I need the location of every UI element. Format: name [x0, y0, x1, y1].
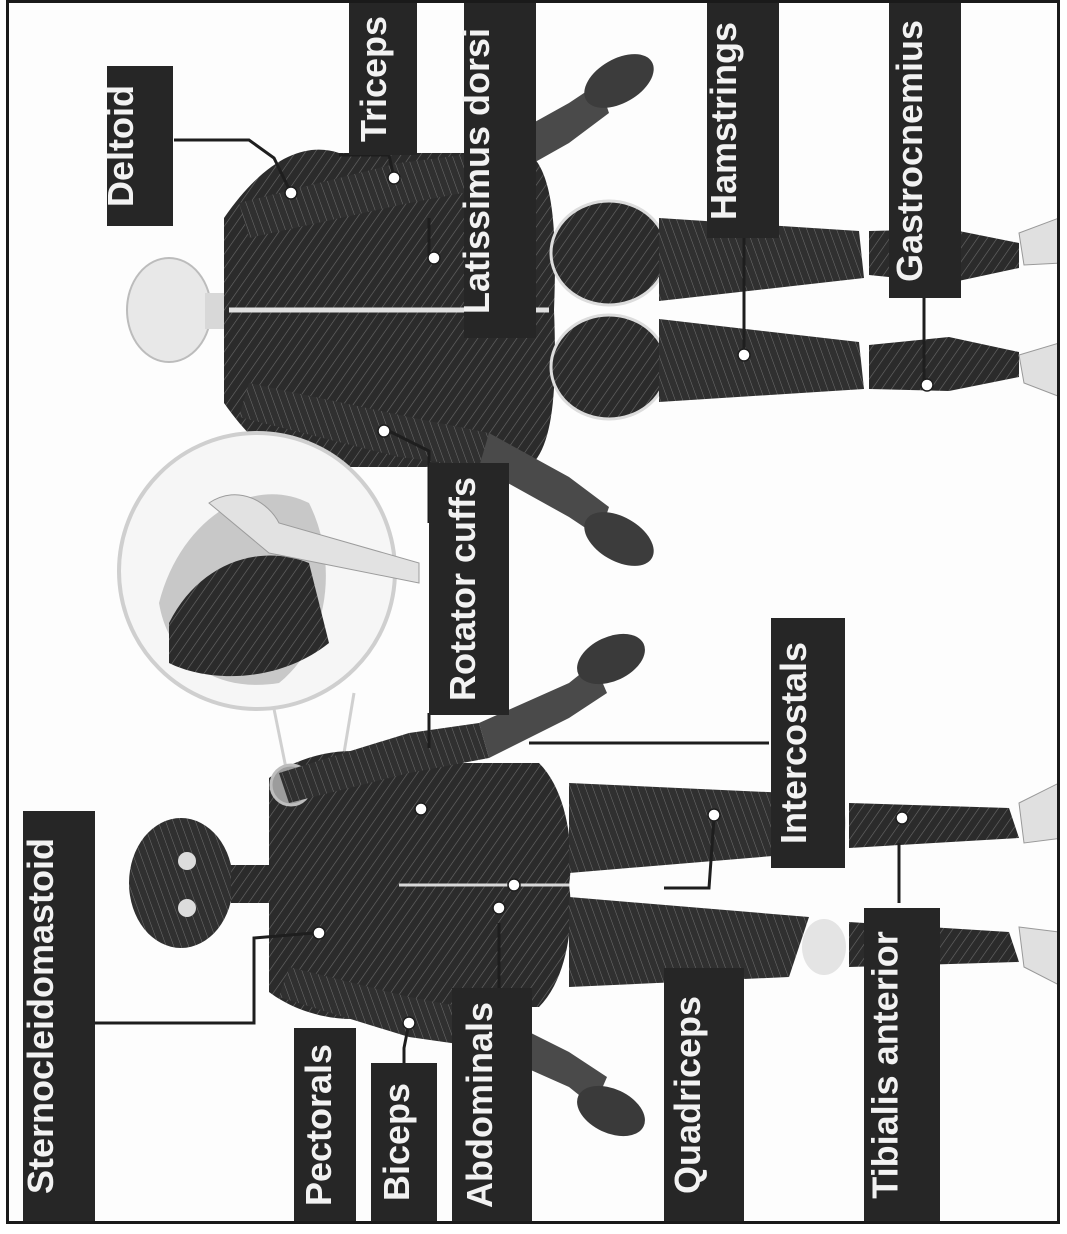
- leader-sternocleidomastoid: [94, 931, 315, 1025]
- label-triceps: Triceps: [349, 3, 417, 155]
- leader-deltoid: [174, 138, 293, 194]
- back-glute-upper: [549, 199, 669, 307]
- back-hand-left: [584, 54, 654, 108]
- label-intercostals: Intercostals: [771, 618, 845, 868]
- front-thigh-upper: [569, 783, 809, 873]
- back-neck: [205, 293, 227, 329]
- dot-intercostals: [414, 802, 428, 816]
- dot-gastrocnemius: [920, 378, 934, 392]
- front-eye-2: [178, 899, 196, 917]
- front-foot-lower: [1018, 926, 1057, 985]
- label-deltoid: Deltoid: [100, 66, 173, 226]
- dot-deltoid: [284, 186, 298, 200]
- diagram-frame: Deltoid Triceps Latissimus dorsi Hamstri…: [6, 0, 1060, 1224]
- label-gastrocnemius: Gastrocnemius: [889, 3, 961, 298]
- front-head: [129, 818, 233, 948]
- back-hand-right: [584, 512, 654, 566]
- dot-triceps: [387, 171, 401, 185]
- back-glute-lower: [549, 313, 669, 421]
- label-biceps: Biceps: [371, 1063, 437, 1221]
- front-thigh-lower: [569, 897, 809, 987]
- dot-latissimus: [427, 251, 441, 265]
- back-thigh-lower: [659, 319, 864, 402]
- dot-navel: [507, 878, 521, 892]
- inset-muscle: [169, 555, 329, 677]
- back-thigh-upper: [659, 218, 864, 301]
- back-foot-upper: [1018, 218, 1057, 266]
- front-eye-1: [178, 852, 196, 870]
- front-hand-right: [577, 1085, 645, 1137]
- label-sternocleidomastoid: Sternocleidomastoid: [20, 811, 95, 1221]
- label-latissimus-dorsi: Latissimus dorsi: [456, 3, 536, 338]
- front-forearm-left: [479, 663, 607, 758]
- front-knee-lower: [802, 919, 846, 975]
- dot-sternocleidomastoid: [312, 926, 326, 940]
- label-hamstrings: Hamstrings: [703, 3, 779, 238]
- front-figure: [129, 633, 1057, 1137]
- back-forearm-right: [479, 433, 609, 537]
- label-pectorals: Pectorals: [294, 1028, 356, 1221]
- marker-dots: [284, 171, 934, 1030]
- back-calf-lower: [869, 337, 1019, 391]
- label-tibialis-anterior: Tibialis anterior: [864, 908, 940, 1221]
- label-quadriceps: Quadriceps: [664, 968, 744, 1221]
- front-hand-left: [577, 633, 645, 685]
- dot-rotator: [377, 424, 391, 438]
- label-rotator-cuffs: Rotator cuffs: [429, 463, 509, 715]
- dot-abdominals: [492, 901, 506, 915]
- front-arm-upper-left: [279, 723, 489, 803]
- dot-biceps: [402, 1016, 416, 1030]
- front-arm-upper-right: [279, 967, 489, 1047]
- leader-triceps: [339, 153, 396, 179]
- back-head: [126, 257, 212, 363]
- front-neck: [231, 865, 271, 903]
- dot-tibialis: [895, 811, 909, 825]
- front-shin-upper: [849, 803, 1019, 848]
- dot-quadriceps: [707, 808, 721, 822]
- dot-hamstrings: [737, 348, 751, 362]
- back-arm-upper-right: [239, 383, 489, 467]
- back-foot-lower: [1018, 343, 1057, 397]
- inset-humerus: [208, 494, 420, 584]
- label-abdominals: Abdominals: [452, 988, 532, 1221]
- back-arm-upper-left: [239, 153, 489, 238]
- rotator-cuff-inset: [117, 431, 420, 784]
- front-foot-upper: [1018, 783, 1057, 844]
- leader-quadriceps: [664, 817, 716, 890]
